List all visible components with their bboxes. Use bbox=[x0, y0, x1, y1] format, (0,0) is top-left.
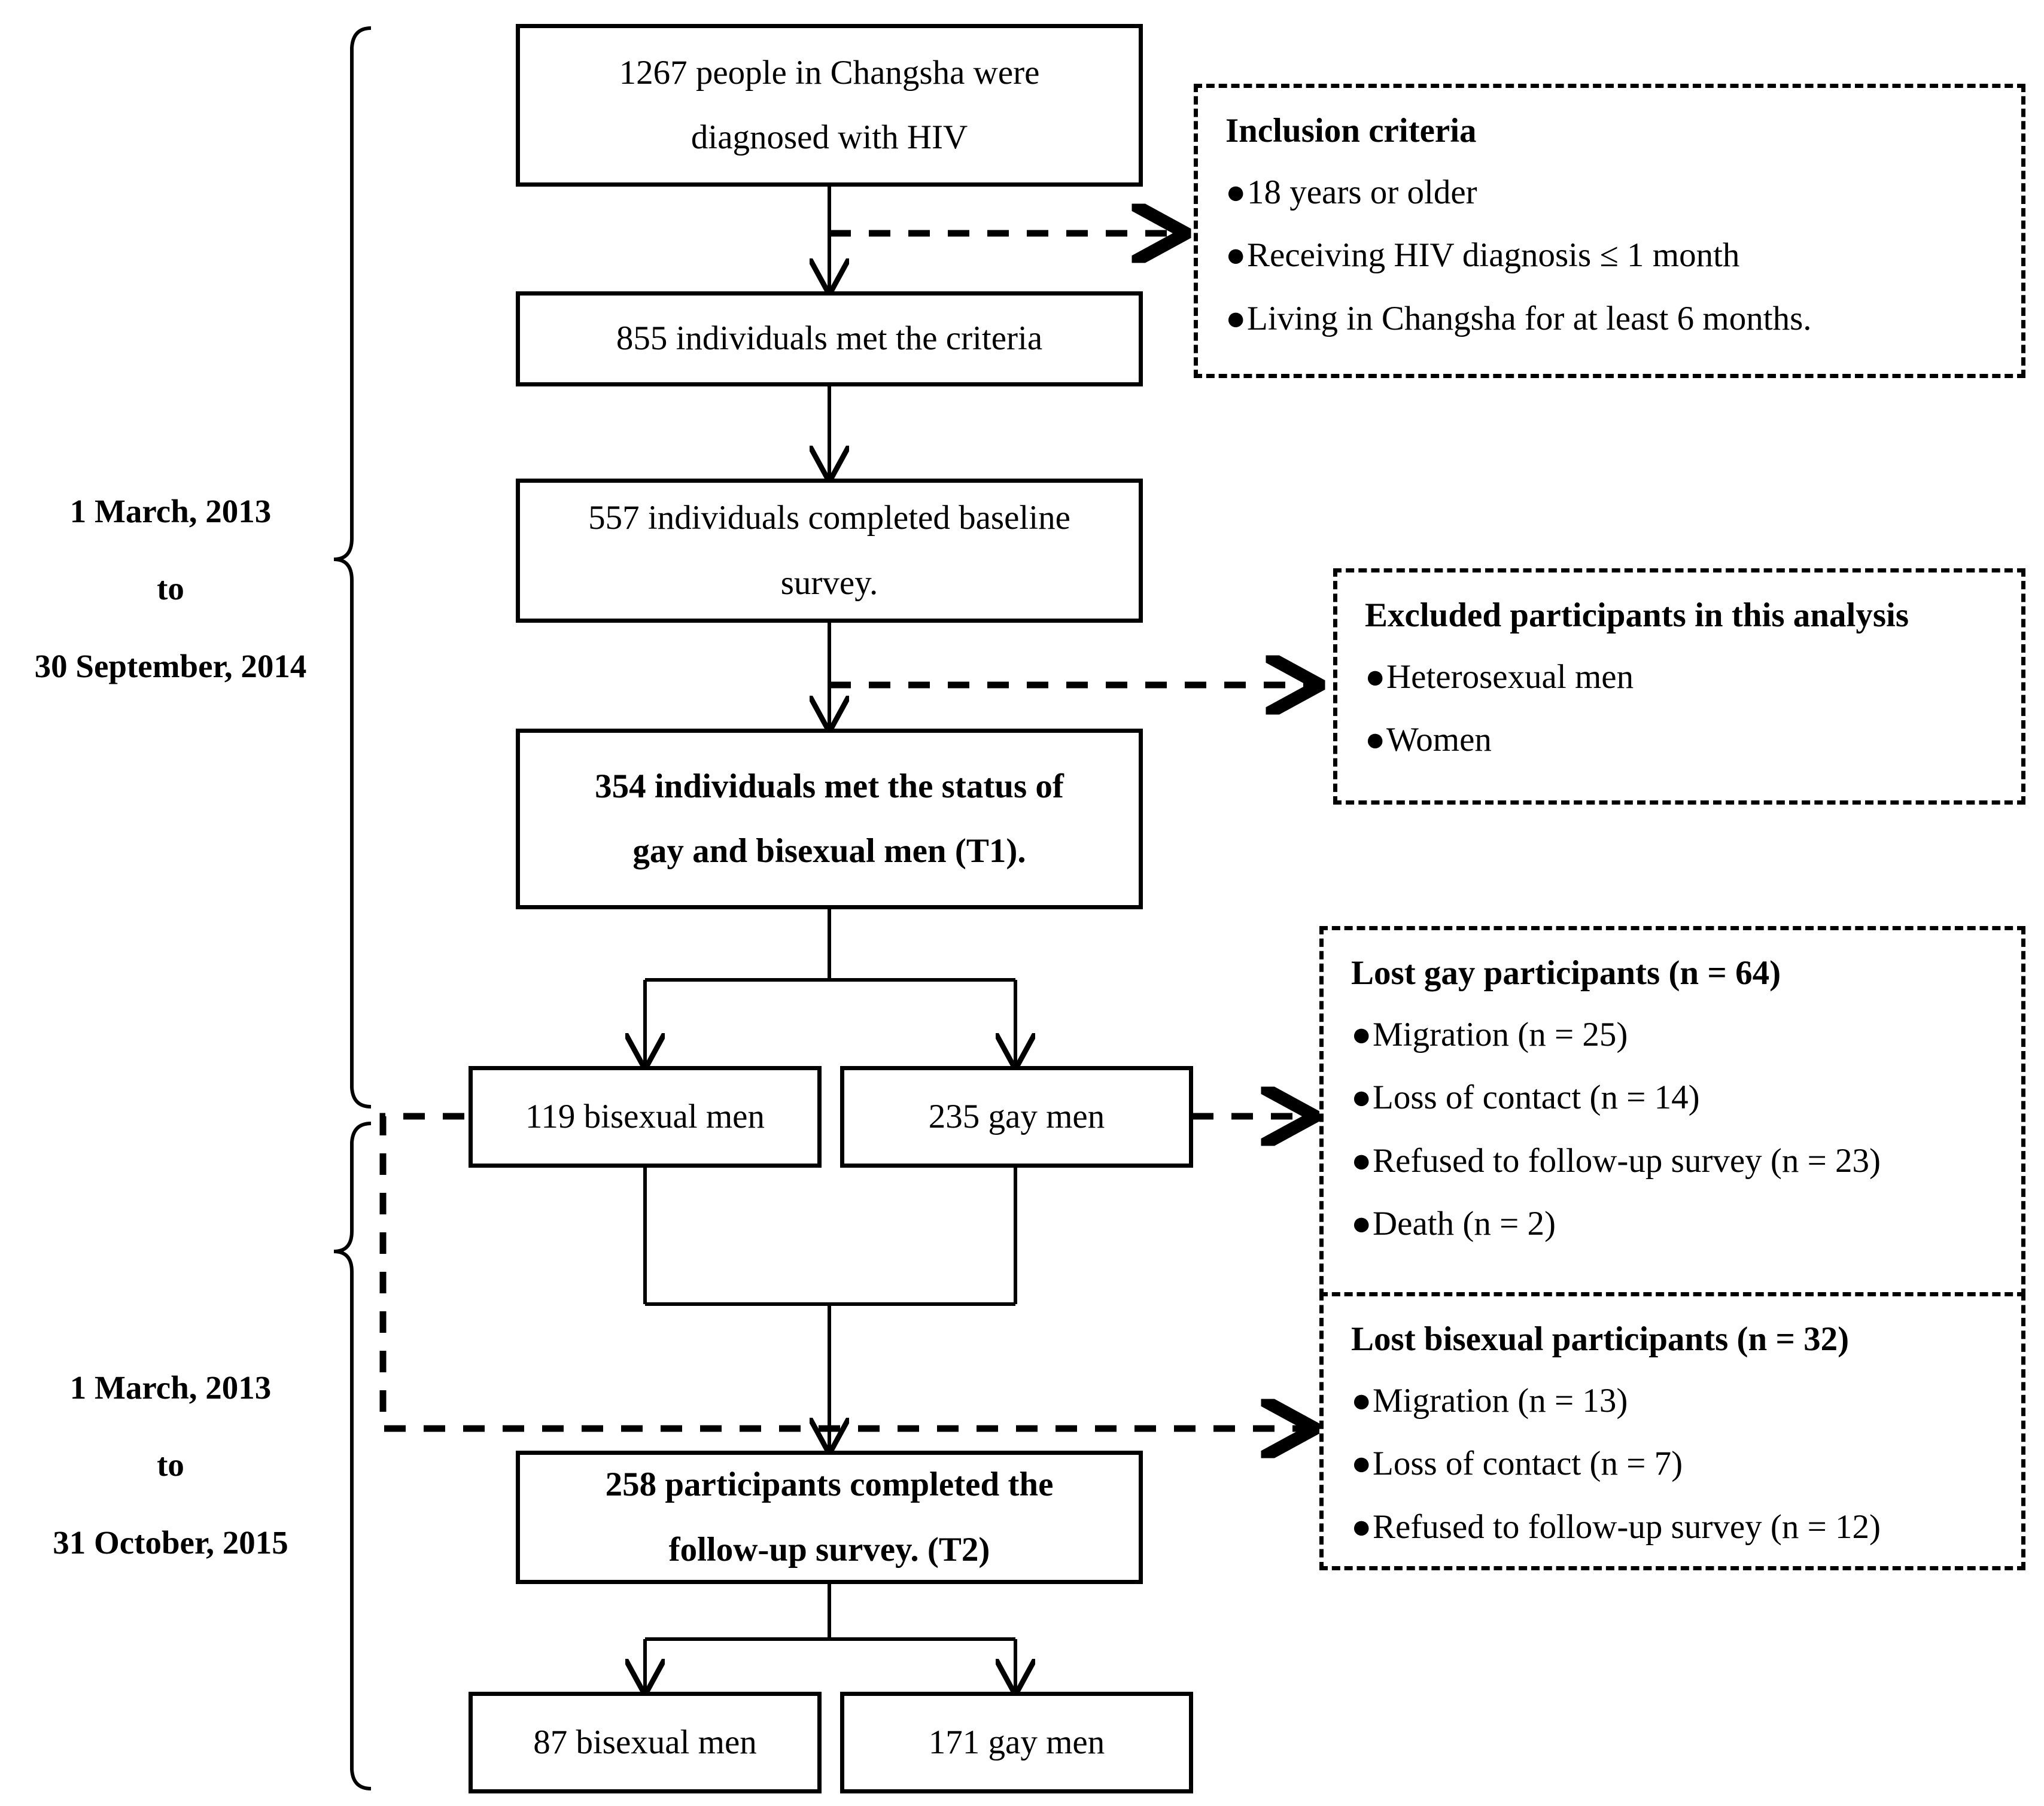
period-1-mid: to bbox=[157, 570, 184, 607]
lost-gay-item: ●Refused to follow-up survey (n = 23) bbox=[1351, 1138, 1997, 1183]
period-2-end: 31 October, 2015 bbox=[53, 1524, 288, 1561]
lost-gay-item: ●Loss of contact (n = 14) bbox=[1351, 1075, 1997, 1120]
bullet-icon: ● bbox=[1365, 658, 1386, 696]
bullet-icon: ● bbox=[1351, 1079, 1372, 1117]
lost-gay-item: ●Death (n = 2) bbox=[1351, 1201, 1997, 1246]
box-met-criteria[interactable]: 855 individuals met the criteria bbox=[516, 291, 1143, 386]
box-baseline-line1: 557 individuals completed baseline bbox=[588, 499, 1070, 537]
lost-gay-list: ●Migration (n = 25) ●Loss of contact (n … bbox=[1351, 1012, 1997, 1246]
box-t2-line1: 258 participants completed the bbox=[605, 1466, 1054, 1504]
excluded-item: ●Women bbox=[1365, 717, 1997, 762]
bullet-icon: ● bbox=[1365, 721, 1386, 759]
period-label-2: 1 March, 2013 to 31 October, 2015 bbox=[12, 1349, 329, 1581]
lost-gay-item-text: Loss of contact (n = 14) bbox=[1373, 1079, 1700, 1117]
period-1-start: 1 March, 2013 bbox=[69, 493, 272, 529]
period-bracket-2 bbox=[333, 1122, 372, 1790]
box-diagnosed-line1: 1267 people in Changsha were bbox=[619, 53, 1040, 92]
bullet-icon: ● bbox=[1351, 1016, 1372, 1054]
box-met-criteria-line1: 855 individuals met the criteria bbox=[616, 319, 1043, 358]
box-baseline-line2: survey. bbox=[780, 564, 878, 602]
box-bisexual-t2[interactable]: 87 bisexual men bbox=[469, 1692, 822, 1793]
bullet-icon: ● bbox=[1351, 1141, 1372, 1180]
box-gay-t1[interactable]: 235 gay men bbox=[840, 1066, 1193, 1168]
excluded-item-text: Women bbox=[1386, 721, 1492, 759]
excluded-list: ●Heterosexual men ●Women bbox=[1365, 654, 1997, 762]
lost-bisexual-item: ●Refused to follow-up survey (n = 12) bbox=[1351, 1505, 1997, 1549]
inclusion-item: ●Receiving HIV diagnosis ≤ 1 month bbox=[1225, 233, 1997, 278]
bullet-icon: ● bbox=[1225, 173, 1246, 212]
excluded-heading: Excluded participants in this analysis bbox=[1365, 596, 1909, 634]
period-2-start: 1 March, 2013 bbox=[69, 1369, 272, 1406]
bullet-icon: ● bbox=[1351, 1204, 1372, 1242]
box-t2-line2: follow-up survey. (T2) bbox=[668, 1530, 990, 1569]
inclusion-list: ●18 years or older ●Receiving HIV diagno… bbox=[1225, 170, 1997, 341]
lost-gay-item-text: Death (n = 2) bbox=[1373, 1204, 1556, 1242]
period-bracket-1 bbox=[333, 26, 372, 1108]
box-lost-gay-participants[interactable]: Lost gay participants (n = 64) ●Migratio… bbox=[1319, 926, 2025, 1297]
inclusion-item-text: 18 years or older bbox=[1247, 173, 1477, 212]
bullet-icon: ● bbox=[1351, 1382, 1372, 1420]
box-inclusion-criteria[interactable]: Inclusion criteria ●18 years or older ●R… bbox=[1194, 84, 2025, 378]
period-label-1: 1 March, 2013 to 30 September, 2014 bbox=[12, 473, 329, 705]
excluded-item: ●Heterosexual men bbox=[1365, 654, 1997, 699]
lost-gay-item-text: Migration (n = 25) bbox=[1373, 1016, 1628, 1054]
box-bisexual-t2-label: 87 bisexual men bbox=[533, 1723, 757, 1761]
bullet-icon: ● bbox=[1351, 1445, 1372, 1483]
lost-bisexual-list: ●Migration (n = 13) ●Loss of contact (n … bbox=[1351, 1378, 1997, 1549]
box-lost-bisexual-participants[interactable]: Lost bisexual participants (n = 32) ●Mig… bbox=[1319, 1292, 2025, 1570]
bullet-icon: ● bbox=[1225, 299, 1246, 337]
bullet-icon: ● bbox=[1351, 1507, 1372, 1546]
lost-gay-item-text: Refused to follow-up survey (n = 23) bbox=[1373, 1141, 1881, 1180]
bullet-icon: ● bbox=[1225, 236, 1246, 275]
box-t1[interactable]: 354 individuals met the status of gay an… bbox=[516, 729, 1143, 909]
box-bisexual-t1-label: 119 bisexual men bbox=[525, 1097, 765, 1135]
inclusion-heading: Inclusion criteria bbox=[1225, 112, 1477, 150]
lost-bisexual-item-text: Refused to follow-up survey (n = 12) bbox=[1373, 1507, 1881, 1546]
period-1-end: 30 September, 2014 bbox=[34, 647, 307, 684]
box-gay-t1-label: 235 gay men bbox=[928, 1097, 1105, 1135]
lost-gay-heading: Lost gay participants (n = 64) bbox=[1351, 954, 1781, 992]
box-gay-t2-label: 171 gay men bbox=[928, 1723, 1105, 1761]
inclusion-item-text: Receiving HIV diagnosis ≤ 1 month bbox=[1247, 236, 1740, 275]
inclusion-item-text: Living in Changsha for at least 6 months… bbox=[1247, 299, 1812, 337]
lost-bisexual-item: ●Migration (n = 13) bbox=[1351, 1378, 1997, 1423]
box-bisexual-t1[interactable]: 119 bisexual men bbox=[469, 1066, 822, 1168]
lost-bisexual-item-text: Loss of contact (n = 7) bbox=[1373, 1445, 1683, 1483]
box-t1-line2: gay and bisexual men (T1). bbox=[632, 832, 1026, 870]
box-diagnosed-line2: diagnosed with HIV bbox=[691, 118, 968, 156]
excluded-item-text: Heterosexual men bbox=[1386, 658, 1634, 696]
dashed-arrow-to-lost-bisexual bbox=[379, 1113, 1310, 1429]
box-baseline[interactable]: 557 individuals completed baseline surve… bbox=[516, 479, 1143, 623]
box-excluded-participants[interactable]: Excluded participants in this analysis ●… bbox=[1333, 568, 2025, 805]
lost-bisexual-item-text: Migration (n = 13) bbox=[1373, 1382, 1628, 1420]
inclusion-item: ●Living in Changsha for at least 6 month… bbox=[1225, 296, 1997, 341]
lost-gay-item: ●Migration (n = 25) bbox=[1351, 1012, 1997, 1057]
inclusion-item: ●18 years or older bbox=[1225, 170, 1997, 215]
box-diagnosed[interactable]: 1267 people in Changsha were diagnosed w… bbox=[516, 24, 1143, 187]
lost-bisexual-item: ●Loss of contact (n = 7) bbox=[1351, 1441, 1997, 1486]
box-gay-t2[interactable]: 171 gay men bbox=[840, 1692, 1193, 1793]
box-t1-line1: 354 individuals met the status of bbox=[595, 767, 1064, 805]
period-2-mid: to bbox=[157, 1446, 184, 1484]
lost-bisexual-heading: Lost bisexual participants (n = 32) bbox=[1351, 1320, 1850, 1358]
box-t2[interactable]: 258 participants completed the follow-up… bbox=[516, 1451, 1143, 1584]
